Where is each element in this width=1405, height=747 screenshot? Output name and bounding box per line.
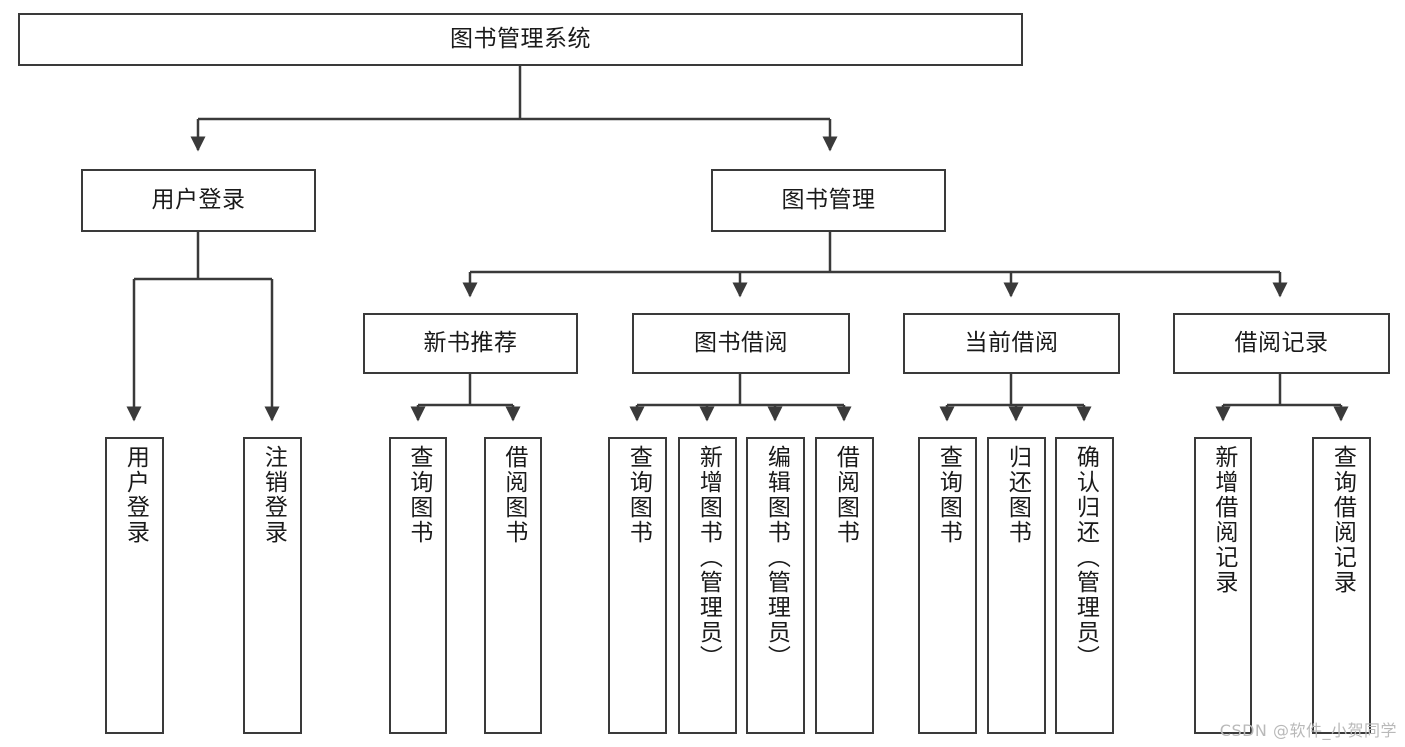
- node-borrow-record-label: 借阅记录: [1234, 329, 1329, 356]
- node-leaf-logout-label: 注销登录: [260, 445, 287, 545]
- node-leaf-query-record[interactable]: 查询借阅记录: [1312, 437, 1371, 734]
- node-leaf-add-record[interactable]: 新增借阅记录: [1194, 437, 1252, 734]
- node-new-book-rec[interactable]: 新书推荐: [363, 313, 578, 374]
- node-root[interactable]: 图书管理系统: [18, 13, 1023, 66]
- node-leaf-query-book-cur-label: 查询图书: [935, 445, 962, 545]
- node-leaf-logout[interactable]: 注销登录: [243, 437, 302, 734]
- node-leaf-query-book-cur[interactable]: 查询图书: [918, 437, 977, 734]
- node-leaf-add-record-label: 新增借阅记录: [1210, 445, 1237, 595]
- node-user-login[interactable]: 用户登录: [81, 169, 316, 232]
- node-leaf-user-login[interactable]: 用户登录: [105, 437, 164, 734]
- node-leaf-borrow-book-rec-label: 借阅图书: [500, 445, 527, 545]
- node-leaf-query-record-label: 查询借阅记录: [1329, 445, 1356, 595]
- node-borrow-record[interactable]: 借阅记录: [1173, 313, 1390, 374]
- node-leaf-user-login-label: 用户登录: [122, 445, 149, 545]
- node-leaf-return-book[interactable]: 归还图书: [987, 437, 1046, 734]
- node-leaf-borrow-book-rec[interactable]: 借阅图书: [484, 437, 542, 734]
- node-new-book-rec-label: 新书推荐: [423, 329, 518, 356]
- node-book-borrow[interactable]: 图书借阅: [632, 313, 850, 374]
- node-leaf-query-book[interactable]: 查询图书: [608, 437, 667, 734]
- node-leaf-edit-book-label: 编辑图书（管理员）: [763, 445, 790, 670]
- node-leaf-add-book-label: 新增图书（管理员）: [695, 445, 722, 670]
- node-leaf-add-book[interactable]: 新增图书（管理员）: [678, 437, 737, 734]
- node-leaf-return-book-label: 归还图书: [1004, 445, 1031, 545]
- node-leaf-confirm-return-label: 确认归还（管理员）: [1072, 445, 1099, 670]
- node-leaf-query-book-rec[interactable]: 查询图书: [389, 437, 447, 734]
- node-book-manage[interactable]: 图书管理: [711, 169, 946, 232]
- node-leaf-query-book-rec-label: 查询图书: [405, 445, 432, 545]
- node-current-borrow[interactable]: 当前借阅: [903, 313, 1120, 374]
- node-root-label: 图书管理系统: [450, 25, 591, 52]
- node-leaf-borrow-book-label: 借阅图书: [832, 445, 859, 545]
- node-leaf-query-book-label: 查询图书: [625, 445, 652, 545]
- node-book-manage-label: 图书管理: [781, 186, 876, 213]
- watermark-text: CSDN @软件_小贺同学: [1219, 721, 1397, 740]
- node-current-borrow-label: 当前借阅: [964, 329, 1059, 356]
- node-user-login-label: 用户登录: [151, 186, 246, 213]
- node-leaf-borrow-book[interactable]: 借阅图书: [815, 437, 874, 734]
- node-leaf-edit-book[interactable]: 编辑图书（管理员）: [746, 437, 805, 734]
- node-leaf-confirm-return[interactable]: 确认归还（管理员）: [1055, 437, 1114, 734]
- node-book-borrow-label: 图书借阅: [694, 329, 788, 356]
